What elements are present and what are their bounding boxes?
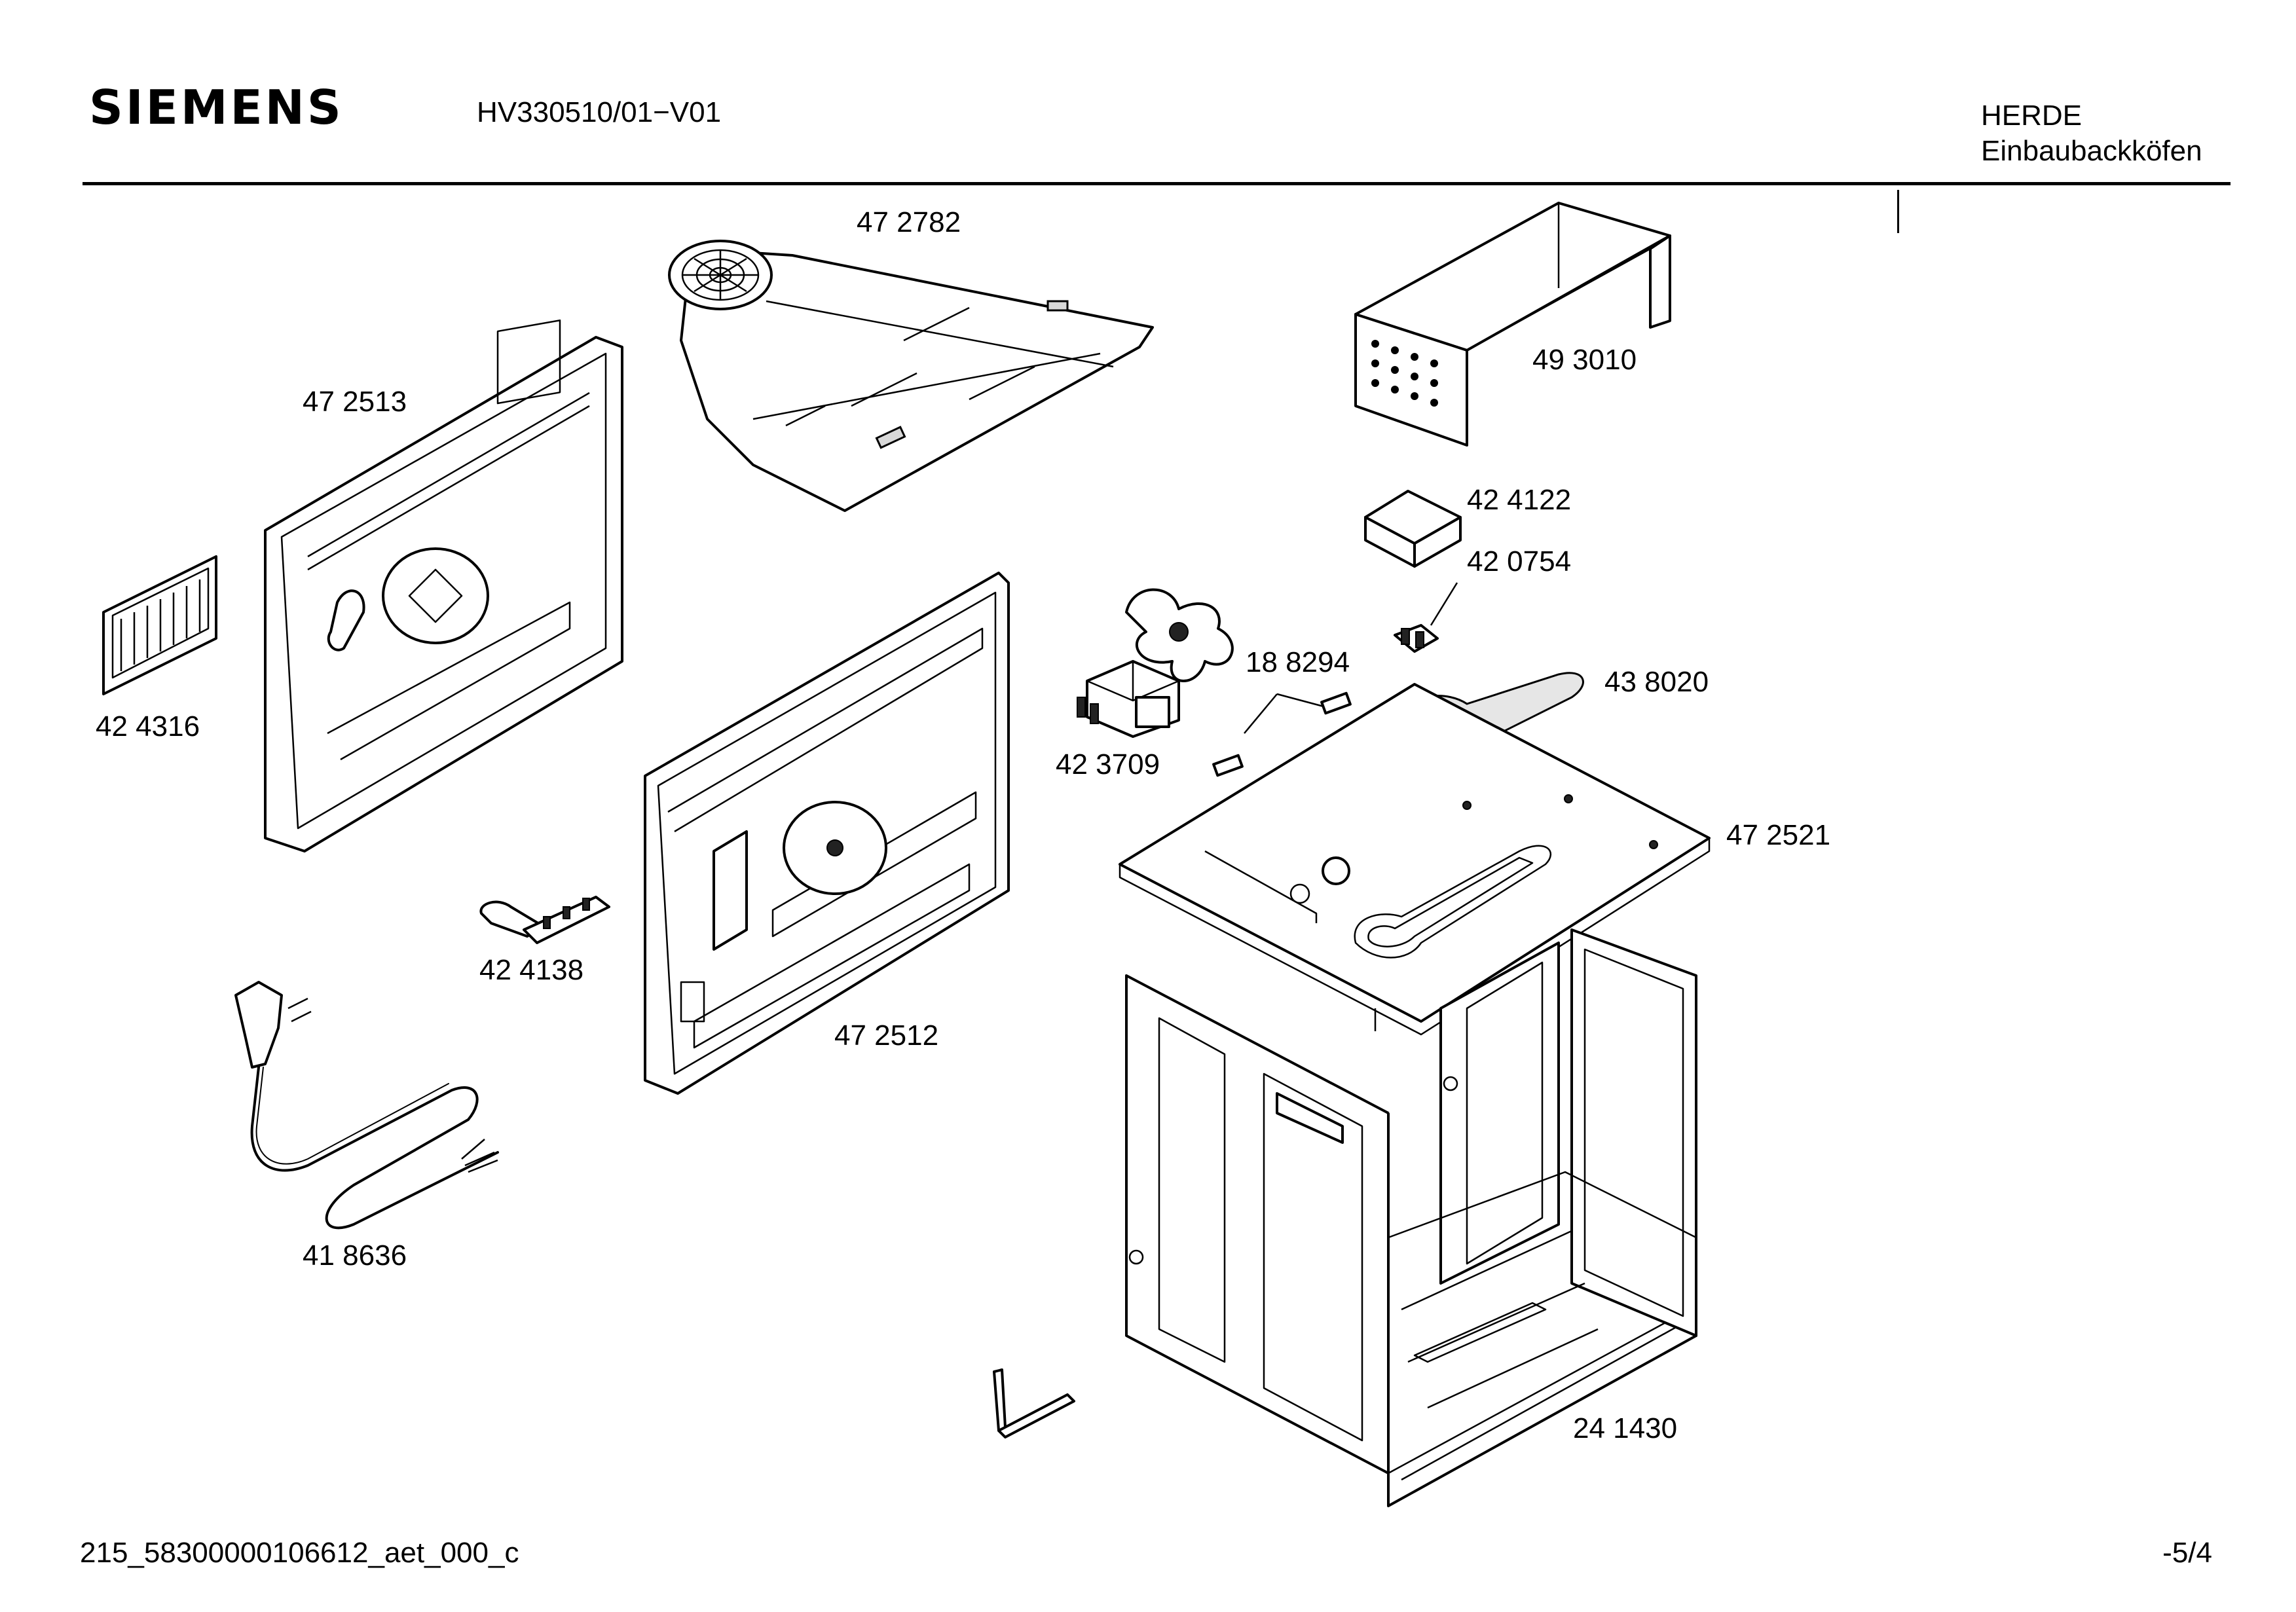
part-472512-side-panel bbox=[644, 572, 1010, 1095]
part-number-label: 24 1430 bbox=[1573, 1412, 1678, 1444]
document-id: 215_58300000106612_aet_000_c bbox=[80, 1537, 519, 1569]
part-number-label: 49 3010 bbox=[1532, 344, 1637, 376]
part-424316-vent-grille bbox=[102, 555, 217, 695]
part-418636-power-cord bbox=[234, 981, 499, 1230]
part-420754-thermostat bbox=[1394, 582, 1458, 653]
part-493010-top-cover bbox=[1354, 202, 1671, 447]
part-number-label: 18 8294 bbox=[1246, 646, 1350, 678]
header-divider bbox=[83, 182, 2231, 185]
part-424122-small-cover bbox=[1364, 490, 1462, 568]
brand-logo: SIEMENS bbox=[89, 80, 344, 135]
part-number-label: 47 2512 bbox=[834, 1019, 939, 1052]
part-472782-blower-duct bbox=[668, 240, 1154, 512]
part-241430-oven-cavity bbox=[1125, 928, 1697, 1507]
hinge-bracket bbox=[993, 1368, 1075, 1438]
part-number-label: 47 2782 bbox=[857, 206, 961, 238]
part-423709-fan-motor bbox=[1077, 588, 1234, 738]
category-line-2: Einbaubackköfen bbox=[1981, 135, 2202, 167]
part-number-label: 47 2521 bbox=[1726, 819, 1831, 851]
part-number-label: 47 2513 bbox=[303, 386, 407, 418]
part-number-label: 42 3709 bbox=[1056, 748, 1160, 780]
part-472513-rear-panel bbox=[264, 319, 623, 852]
page-indicator: -5/4 bbox=[2162, 1537, 2212, 1569]
part-424138-switch-bracket bbox=[479, 896, 610, 944]
part-number-label: 42 4122 bbox=[1467, 484, 1572, 516]
part-number-label: 42 0754 bbox=[1467, 545, 1572, 577]
part-number-label: 43 8020 bbox=[1604, 666, 1709, 698]
part-number-label: 41 8636 bbox=[303, 1239, 407, 1272]
part-188294-small-parts bbox=[1212, 691, 1352, 777]
product-category: HERDE Einbaubackköfen bbox=[1981, 98, 2202, 169]
model-number: HV330510/01−V01 bbox=[477, 96, 722, 128]
part-number-label: 42 4138 bbox=[479, 954, 584, 986]
header-tick bbox=[1897, 190, 1899, 233]
category-line-1: HERDE bbox=[1981, 100, 2083, 132]
part-number-label: 42 4316 bbox=[96, 710, 200, 742]
part-472521-top-plate bbox=[1119, 683, 1711, 1036]
